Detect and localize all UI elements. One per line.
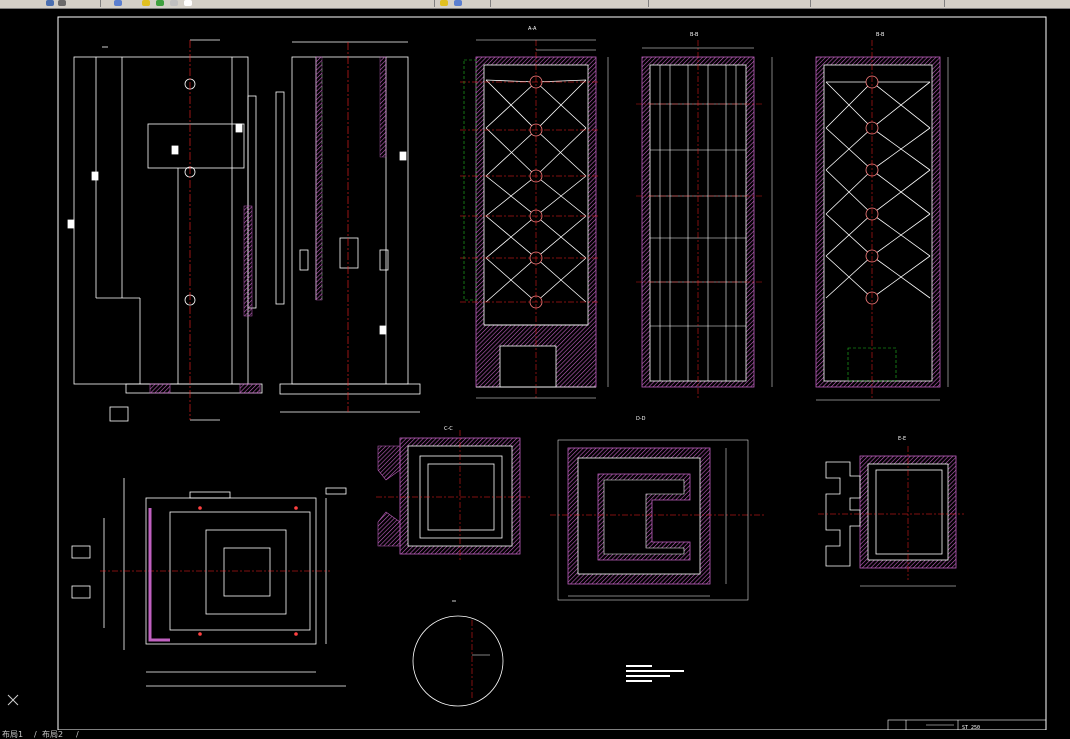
- title-block-code: ST 250: [962, 725, 980, 731]
- tab-layout-2[interactable]: 布局2: [42, 730, 64, 739]
- section-label-d-d: D-D: [636, 416, 646, 422]
- sun-icon[interactable]: [156, 0, 164, 6]
- front-elevation-view: [67, 39, 263, 422]
- standard-toolbar: [0, 0, 101, 7]
- plotstyle-dropdown[interactable]: [946, 0, 1070, 7]
- tab-layout-1[interactable]: 布局1: [2, 730, 24, 739]
- light-bulb-icon[interactable]: [142, 0, 150, 6]
- ucs-cross-icon: [7, 694, 19, 706]
- lock-icon[interactable]: [170, 0, 178, 6]
- properties-toolbar: [104, 0, 435, 7]
- cad-drawing: A-A: [57, 16, 1047, 731]
- layout-tabs: 布局1 / 布局2 /: [0, 730, 1070, 739]
- section-a-a-view: A-A: [460, 26, 609, 400]
- layer-previous-icon[interactable]: [454, 0, 462, 6]
- model-space-canvas[interactable]: A-A: [0, 9, 1070, 731]
- toolbar: [0, 0, 1070, 9]
- section-label-v-v: B-B: [876, 32, 885, 38]
- layer-tools: [436, 0, 491, 7]
- layer-state-icon[interactable]: [440, 0, 448, 6]
- section-c-c-view: C-C: [376, 426, 530, 560]
- tab-end-separator: /: [76, 730, 79, 739]
- section-e-e-view: E-E: [818, 436, 964, 587]
- plan-view: [71, 478, 347, 687]
- circle-detail-view: [412, 600, 504, 707]
- tab-separator: /: [34, 730, 37, 739]
- color-dropdown[interactable]: [492, 0, 649, 7]
- section-label-e-e: E-E: [898, 436, 906, 442]
- technical-notes: [626, 665, 684, 682]
- open-icon[interactable]: [58, 0, 66, 6]
- section-label-c-c: C-C: [444, 426, 453, 432]
- linetype-dropdown[interactable]: [650, 0, 811, 7]
- section-d-d-view: D-D: [550, 416, 766, 601]
- section-b-b-view: B-B: [636, 32, 773, 400]
- ucs-icon: [6, 692, 20, 711]
- lineweight-dropdown[interactable]: [812, 0, 945, 7]
- color-swatch-icon[interactable]: [184, 0, 192, 6]
- save-icon[interactable]: [46, 0, 54, 6]
- section-label-b-b: B-B: [690, 32, 699, 38]
- section-label-a-a: A-A: [528, 26, 537, 32]
- layer-icon[interactable]: [114, 0, 122, 6]
- section-v-v-view: B-B: [815, 32, 949, 401]
